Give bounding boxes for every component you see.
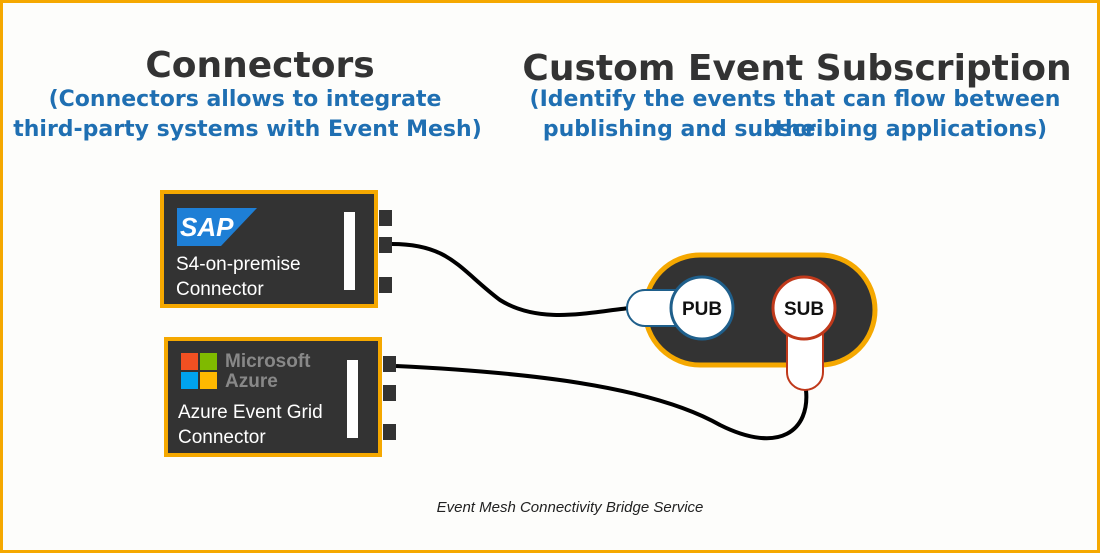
connectors-subtitle-line2: third-party systems with Event Mesh) <box>13 117 482 142</box>
sub-label: SUB <box>784 299 824 320</box>
azure-connector-indicator-bar <box>347 360 358 438</box>
subscription-subtitle-line2: publishing and subscribing applications) <box>542 117 1048 142</box>
subscription-title: Custom Event Subscription <box>522 48 1072 89</box>
microsoft-logo-text: Microsoft <box>225 351 311 372</box>
connectors-subtitle-line1: (Connectors allows to integrate <box>48 87 442 112</box>
sap-connector-line2: Connector <box>176 279 264 300</box>
pub-socket <box>669 275 735 341</box>
sap-port-3 <box>379 277 392 293</box>
sap-to-pub-cable <box>391 242 631 317</box>
svg-text:SAP: SAP <box>180 212 234 242</box>
sap-port-1 <box>379 210 392 226</box>
azure-port-1 <box>383 356 396 372</box>
sap-connector-line1: S4-on-premise <box>176 254 301 275</box>
azure-connector-line1: Azure Event Grid <box>178 402 323 423</box>
sap-connector-box: SAP S4-on-premise Connector <box>160 190 378 308</box>
azure-connector-box: Microsoft Azure Azure Event Grid Connect… <box>164 337 382 457</box>
sap-logo-icon: SAP <box>177 208 257 246</box>
azure-logo-text: Azure <box>225 371 278 392</box>
azure-to-sub-cable <box>395 364 809 441</box>
connectors-title: Connectors <box>145 45 375 86</box>
microsoft-logo-icon <box>181 353 217 389</box>
sub-socket <box>771 275 837 341</box>
azure-port-3 <box>383 424 396 440</box>
subscription-subtitle-line1: (Identify the events that can flow betwe… <box>529 87 1061 142</box>
sap-connector-indicator-bar <box>344 212 355 290</box>
azure-port-2 <box>383 385 396 401</box>
sap-port-2 <box>379 237 392 253</box>
diagram-caption: Event Mesh Connectivity Bridge Service <box>436 499 704 516</box>
pub-label: PUB <box>682 299 722 320</box>
azure-connector-line2: Connector <box>178 427 266 448</box>
